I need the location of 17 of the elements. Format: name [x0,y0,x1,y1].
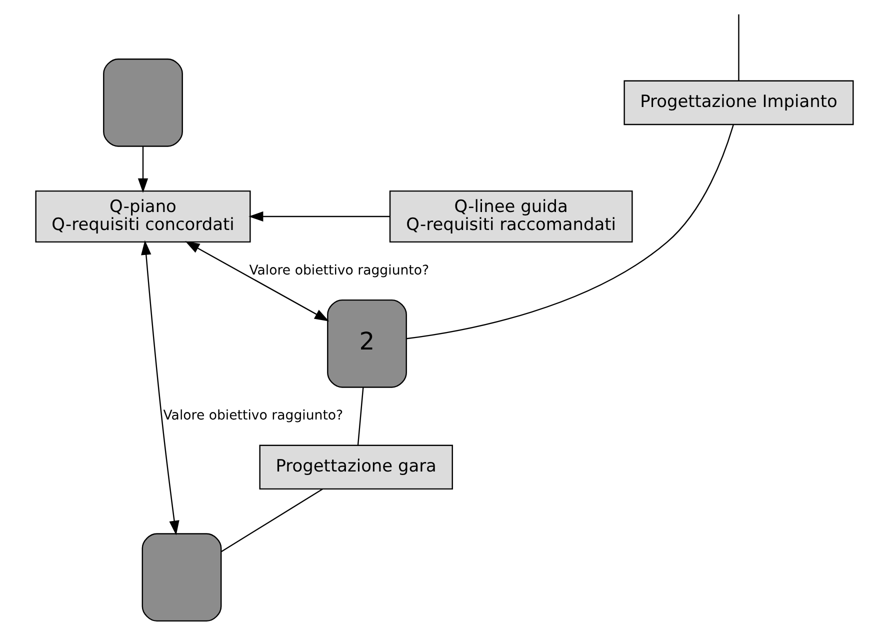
node-box: 2 [327,299,407,388]
edge-label: Valore obiettivo raggiunto? [163,408,344,424]
node-box: Q-piano Q-requisiti concordati [35,190,251,243]
node-box: Q-linee guida Q-requisiti raccomandati [389,190,633,243]
node-box: Progettazione gara [259,444,453,490]
node-box: Progettazione Impianto [624,80,854,126]
edge-label: Valore obiettivo raggiunto? [249,263,430,278]
connector [357,388,364,446]
node-box [103,58,183,147]
node-box [142,533,222,622]
connector [738,14,740,80]
arrow [141,240,180,536]
connector [221,488,323,552]
connector [406,124,734,340]
arrow [248,211,390,222]
arrow [185,241,330,322]
arrow [138,146,148,193]
